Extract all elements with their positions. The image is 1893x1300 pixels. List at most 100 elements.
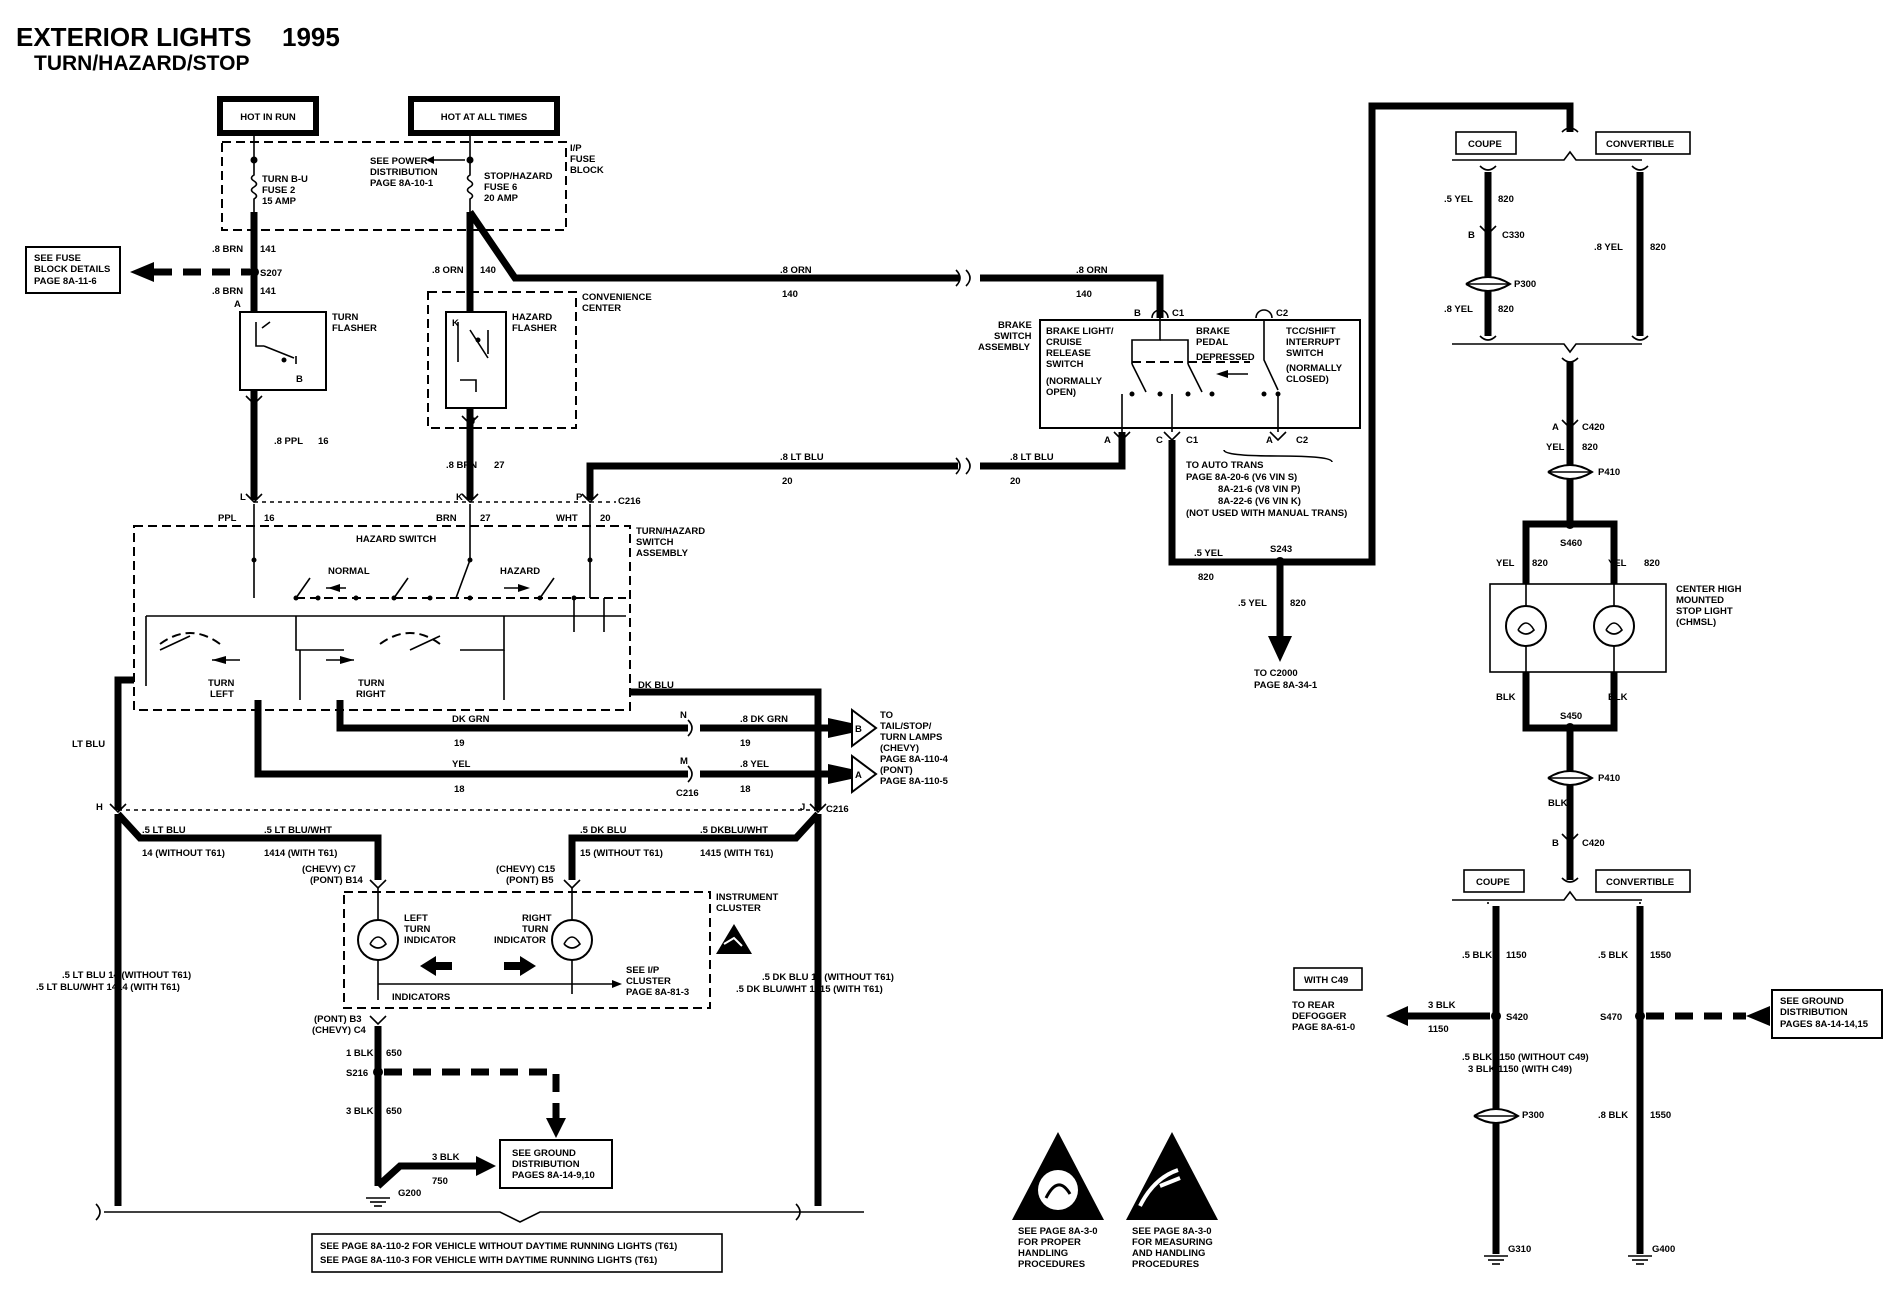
splice-s470 [1635,1011,1645,1021]
pont-b3: (PONT) B3 [314,1014,362,1025]
arrow-down-icon [1268,636,1292,662]
see-fuse-block-2: BLOCK DETAILS [34,264,110,275]
esd-warning-icon [716,924,752,954]
wire-20 [586,462,958,500]
chevy-c15: (CHEVY) C15 [496,864,556,875]
chmsl-label-1: CENTER HIGH [1676,584,1742,595]
left-indicator-bulb-icon [357,919,399,961]
esd1-2: FOR PROPER [1018,1237,1081,1248]
coupe-convertible-bracket-top [1452,150,1642,161]
label-brn-8-a: .8 BRN [212,244,243,255]
chmsl-820-e: 820 [1532,558,1548,569]
label-dkbluwht-5: .5 DKBLU/WHT [700,825,768,836]
hazard-pin-k: K [452,318,459,329]
hazard-label: HAZARD [500,566,540,577]
to-tail-1: TO [880,710,893,721]
wire-820 [1168,102,1574,566]
label-140-c: 140 [1076,289,1092,300]
auto-trans-3: 8A-21-6 (V8 VIN P) [1218,484,1300,495]
left-riser-2: .5 LT BLU/WHT 1414 (WITH T61) [36,982,180,993]
gr-1550-a: 1550 [1650,950,1671,961]
chmsl-yel-c: YEL [1608,558,1627,569]
left-riser-1: .5 LT BLU 14 (WITHOUT T61) [62,970,191,981]
pin-a-brake: A [1104,435,1111,446]
chmsl-yel8-a: .8 YEL [1444,304,1473,315]
right-ind-2: TURN [522,924,549,935]
chmsl-yel5: .5 YEL [1444,194,1473,205]
wire-18 [254,700,688,778]
convertible-label-box-bottom [1595,869,1691,893]
label-blk1: 1 BLK [346,1048,374,1059]
left-ind-2: TURN [404,924,431,935]
wire-dk-blu [630,688,822,810]
see-ip-1: SEE I/P [626,965,660,976]
pin-a-c2: A [1266,435,1273,446]
wire-lt-blu [114,676,134,810]
gr-s470: S470 [1600,1012,1622,1023]
turn-right-2: RIGHT [356,689,386,700]
label-750: 750 [432,1176,448,1187]
pin-a-c420: A [1552,422,1559,433]
esd-measuring-icon [1126,1132,1218,1220]
turn-left-2: LEFT [210,689,234,700]
c216-label-bottom: C216 [826,804,849,815]
label-820-b: 820 [1290,598,1306,609]
bl-6: OPEN) [1046,387,1076,398]
right-arrow-icon [504,956,536,976]
tcc-1: TCC/SHIFT [1286,326,1336,337]
turn-left-1: TURN [208,678,235,689]
wire-20-right [980,432,1126,470]
to-tail-2: TAIL/STOP/ [880,721,932,732]
bottom-note-1: SEE PAGE 8A-110-2 FOR VEHICLE WITHOUT DA… [320,1241,677,1252]
hazard-flasher-label-2: FLASHER [512,323,557,334]
to-rear-2: DEFOGGER [1292,1011,1347,1022]
label-650-b: 650 [386,1106,402,1117]
label-yel-5-b: .5 YEL [1238,598,1267,609]
wire-14-1414 [115,811,382,880]
auto-trans-5: (NOT USED WITH MANUAL TRANS) [1186,508,1347,519]
wire-19 [336,700,688,732]
bl-5: (NORMALLY [1046,376,1103,387]
label-ltblu-5: .5 LT BLU [142,825,186,836]
label-s207: S207 [260,268,282,279]
turn-flasher-label-1: TURN [332,312,359,323]
ground-icon [366,1197,390,1207]
wire-ground-ref [384,1068,560,1118]
label-18-b: 18 [740,784,751,795]
label-ltbluwht-5: .5 LT BLU/WHT [264,825,332,836]
label-140-a: 140 [480,265,496,276]
label-ppl-8: .8 PPL [274,436,303,447]
chmsl-blk-a: BLK [1496,692,1516,703]
diagram-subtitle: TURN/HAZARD/STOP [34,52,249,75]
chmsl-label-4: (CHMSL) [1676,617,1716,628]
esd1-3: HANDLING [1018,1248,1068,1259]
label-141-a: 141 [260,244,277,255]
diagram-title: EXTERIOR LIGHTS [16,22,251,52]
left-ind-1: LEFT [404,913,428,924]
label-19-a: 19 [454,738,465,749]
label-ltblu-8-a: .8 LT BLU [780,452,824,463]
label-14-without: 14 (WITHOUT T61) [142,848,225,859]
label-650-a: 650 [386,1048,402,1059]
label-wht: WHT [556,513,578,524]
with-c49: WITH C49 [1304,975,1348,986]
label-orn-8-a: .8 ORN [432,265,464,276]
chmsl-blk-c: BLK [1548,798,1568,809]
coupe-top: COUPE [1468,139,1502,150]
pin-b-c420: B [1552,838,1559,849]
auto-trans-2: PAGE 8A-20-6 (V6 VIN S) [1186,472,1297,483]
see-ip-3: PAGE 8A-81-3 [626,987,689,998]
brake-assy-2: SWITCH [994,331,1032,342]
tcc-4: (NORMALLY [1286,363,1343,374]
coupe-convertible-bracket-bottom [1452,890,1642,901]
label-orn-8-c: .8 ORN [1076,265,1108,276]
see-fuse-block-1: SEE FUSE [34,253,81,264]
arrow-left-icon [1386,1006,1408,1026]
wire-15-1415 [568,811,821,880]
pin-b-c330: B [1468,230,1475,241]
normal-label: NORMAL [328,566,370,577]
label-1414-with: 1414 (WITH T61) [264,848,337,859]
label-19-b: 19 [740,738,751,749]
to-tail-4: (CHEVY) [880,743,919,754]
